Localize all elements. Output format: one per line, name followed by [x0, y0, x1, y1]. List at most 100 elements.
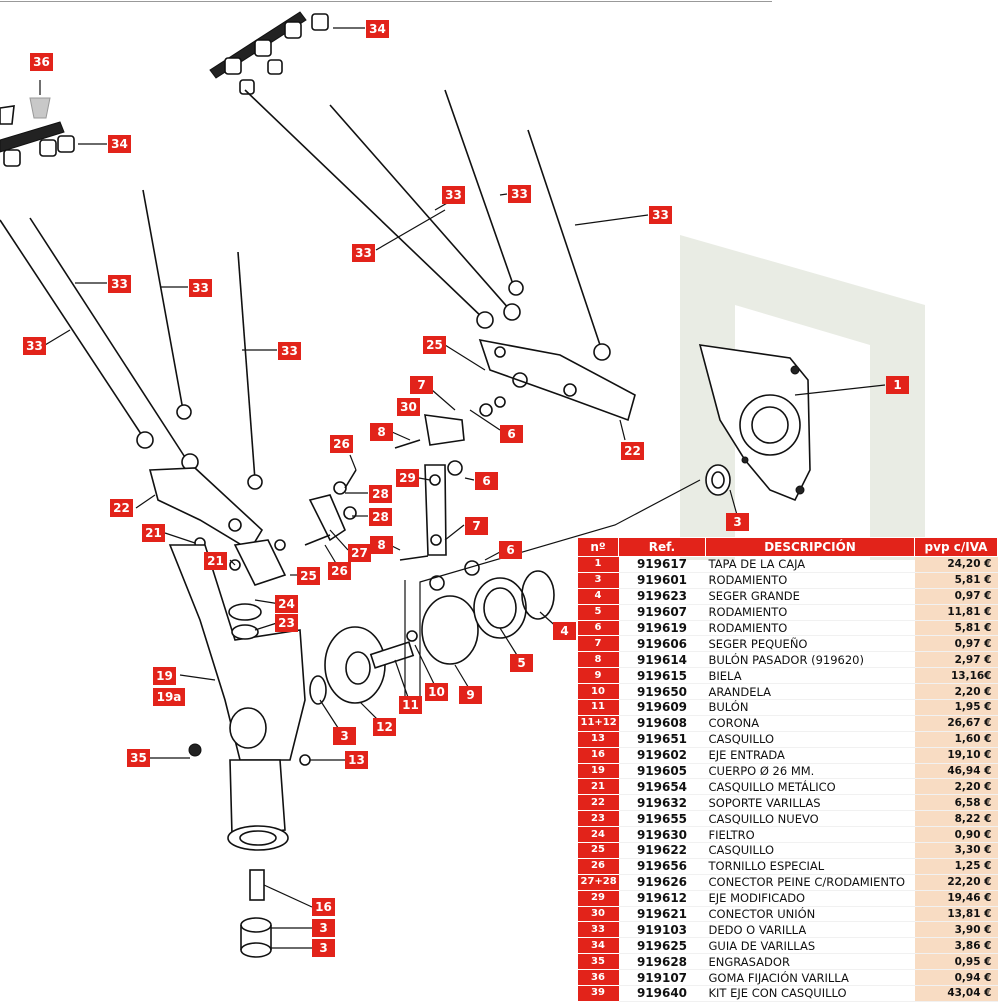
part-tine-holder-right	[478, 338, 636, 422]
callout: 23	[275, 614, 298, 632]
part-ref: 919607	[618, 604, 706, 621]
part-description: GOMA FIJACIÓN VARILLA	[705, 969, 915, 987]
part-rake-guide-left	[0, 97, 75, 167]
part-description: EJE MODIFICADO	[705, 890, 915, 907]
part-ref: 919622	[618, 842, 706, 859]
part-ref: 919103	[618, 921, 706, 939]
part-description: CONECTOR UNIÓN	[705, 906, 915, 923]
callout: 19a	[153, 688, 185, 706]
assembly-guide-line	[404, 479, 701, 706]
part-price: 2,97 €	[914, 651, 998, 669]
callout: 4	[553, 622, 576, 640]
callout: 29	[396, 469, 419, 487]
callout: 9	[459, 686, 482, 704]
callout: 16	[312, 898, 335, 916]
svg-text:33: 33	[355, 246, 372, 260]
svg-text:10: 10	[428, 685, 445, 699]
callout: 5	[510, 654, 533, 672]
part-number: 3	[577, 572, 619, 589]
svg-text:33: 33	[111, 277, 128, 291]
part-ref: 919630	[618, 826, 706, 844]
svg-text:35: 35	[130, 751, 147, 765]
part-main-body	[168, 544, 311, 851]
part-description: TORNILLO ESPECIAL	[705, 858, 915, 875]
part-ref: 919626	[618, 874, 706, 891]
svg-text:19a: 19a	[157, 690, 182, 704]
svg-text:19: 19	[156, 669, 173, 683]
part-description: CASQUILLO	[705, 842, 915, 859]
svg-text:5: 5	[517, 656, 525, 670]
part-rake-tines-right	[244, 89, 611, 361]
part-price: 19,46 €	[914, 890, 998, 907]
part-ref: 919656	[618, 858, 706, 875]
part-price: 3,86 €	[914, 937, 998, 955]
callout: 24	[275, 595, 298, 613]
part-crown-gear	[309, 626, 418, 705]
part-ref: 919625	[618, 937, 706, 955]
part-rake-guide-right	[209, 11, 329, 95]
part-number: 35	[577, 953, 619, 971]
callout: 3	[312, 939, 335, 957]
part-ref: 919614	[618, 651, 706, 669]
svg-text:33: 33	[445, 188, 462, 202]
part-price: 24,20 €	[914, 556, 998, 573]
part-ref: 919615	[618, 667, 706, 685]
part-ref: 919655	[618, 810, 706, 828]
callout: 8	[370, 536, 393, 554]
svg-text:7: 7	[472, 519, 480, 533]
part-ref: 919628	[618, 953, 706, 971]
part-ref: 919606	[618, 635, 706, 653]
svg-text:6: 6	[507, 427, 515, 441]
part-description: SOPORTE VARILLAS	[705, 794, 915, 812]
part-number: 33	[577, 921, 619, 939]
part-number: 13	[577, 731, 619, 748]
svg-text:33: 33	[192, 281, 209, 295]
callout: 28	[369, 485, 392, 503]
part-description: CASQUILLO NUEVO	[705, 810, 915, 828]
part-number: 39	[577, 985, 619, 1002]
part-number: 11+12	[577, 715, 619, 732]
svg-text:13: 13	[348, 753, 365, 767]
part-price: 1,60 €	[914, 731, 998, 748]
part-description: GUIA DE VARILLAS	[705, 937, 915, 955]
svg-text:22: 22	[113, 501, 130, 515]
svg-text:26: 26	[333, 437, 350, 451]
callout: 34	[108, 135, 131, 153]
part-ref: 919632	[618, 794, 706, 812]
part-price: 0,97 €	[914, 635, 998, 653]
part-price: 13,16€	[914, 667, 998, 685]
callout: 22	[621, 442, 644, 460]
callout: 21	[204, 552, 227, 570]
part-number: 26	[577, 858, 619, 875]
svg-text:23: 23	[278, 616, 295, 630]
part-number: 23	[577, 810, 619, 828]
part-input-shaft	[240, 869, 272, 958]
part-ref: 919617	[618, 556, 706, 573]
part-ref: 919612	[618, 890, 706, 907]
svg-text:28: 28	[372, 510, 389, 524]
part-ref: 919640	[618, 985, 706, 1002]
callout: 12	[373, 718, 396, 736]
svg-text:22: 22	[624, 444, 641, 458]
callout: 21	[142, 524, 165, 542]
callout: 1	[886, 376, 909, 394]
svg-text:33: 33	[281, 344, 298, 358]
svg-text:11: 11	[402, 698, 419, 712]
part-price: 0,90 €	[914, 826, 998, 844]
part-price: 26,67 €	[914, 715, 998, 732]
part-number: 10	[577, 683, 619, 701]
callout: 3	[312, 919, 335, 937]
part-ref: 919605	[618, 763, 706, 780]
callout: 36	[30, 53, 53, 71]
callout: 35	[127, 749, 150, 767]
